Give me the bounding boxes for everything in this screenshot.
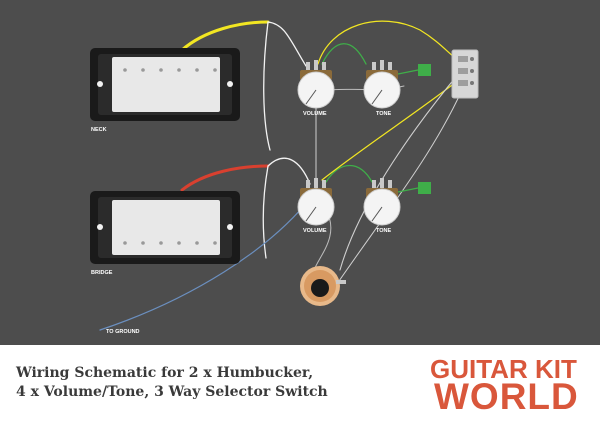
tone-capacitor-bottom <box>418 182 431 194</box>
bottom-green-wire <box>325 165 373 183</box>
neck-label: NECK <box>91 127 107 133</box>
top-green-wire <box>321 43 367 65</box>
ground-blue-wire <box>99 195 313 331</box>
caption-line-2: 4 x Volume/Tone, 3 Way Selector Switch <box>16 384 328 400</box>
bridge-pickup <box>90 191 240 264</box>
bridge-white-wire-down <box>262 165 269 259</box>
tone-pot-bottom <box>363 178 431 226</box>
switch-ground-wire <box>339 71 461 271</box>
brand-logo-line-2: WORLD <box>434 376 579 417</box>
tone-pot-top <box>363 60 431 109</box>
neck-white-wire <box>267 21 307 67</box>
volume-top-label: VOLUME <box>303 111 327 117</box>
bottom-yellow-signal-wire <box>321 81 457 181</box>
selector-switch <box>451 49 479 99</box>
wiring-diagram: NECK BRIDGE <box>90 20 479 335</box>
ground-label: TO GROUND <box>106 329 140 335</box>
output-jack <box>300 266 346 306</box>
neck-white-wire-down <box>263 21 271 151</box>
footer: Wiring Schematic for 2 x Humbucker, 4 x … <box>0 345 600 424</box>
neck-yellow-wire <box>180 20 270 52</box>
tone-top-label: TONE <box>376 111 392 117</box>
diagram-panel: NECK BRIDGE <box>0 0 600 345</box>
bridge-white-wire <box>267 157 311 185</box>
brand-logo-line-1: GUITAR KIT <box>430 354 577 384</box>
top-yellow-signal-wire <box>317 20 459 65</box>
tone-capacitor-top <box>418 64 431 76</box>
neck-pickup <box>90 48 240 121</box>
volume-pot-bottom <box>297 178 335 226</box>
volume-pot-top <box>297 60 335 109</box>
bridge-label: BRIDGE <box>91 270 113 276</box>
tone-bottom-label: TONE <box>376 228 392 234</box>
volume-bottom-label: VOLUME <box>303 228 327 234</box>
bridge-red-wire <box>180 164 270 192</box>
caption-line-1: Wiring Schematic for 2 x Humbucker, <box>16 365 314 381</box>
